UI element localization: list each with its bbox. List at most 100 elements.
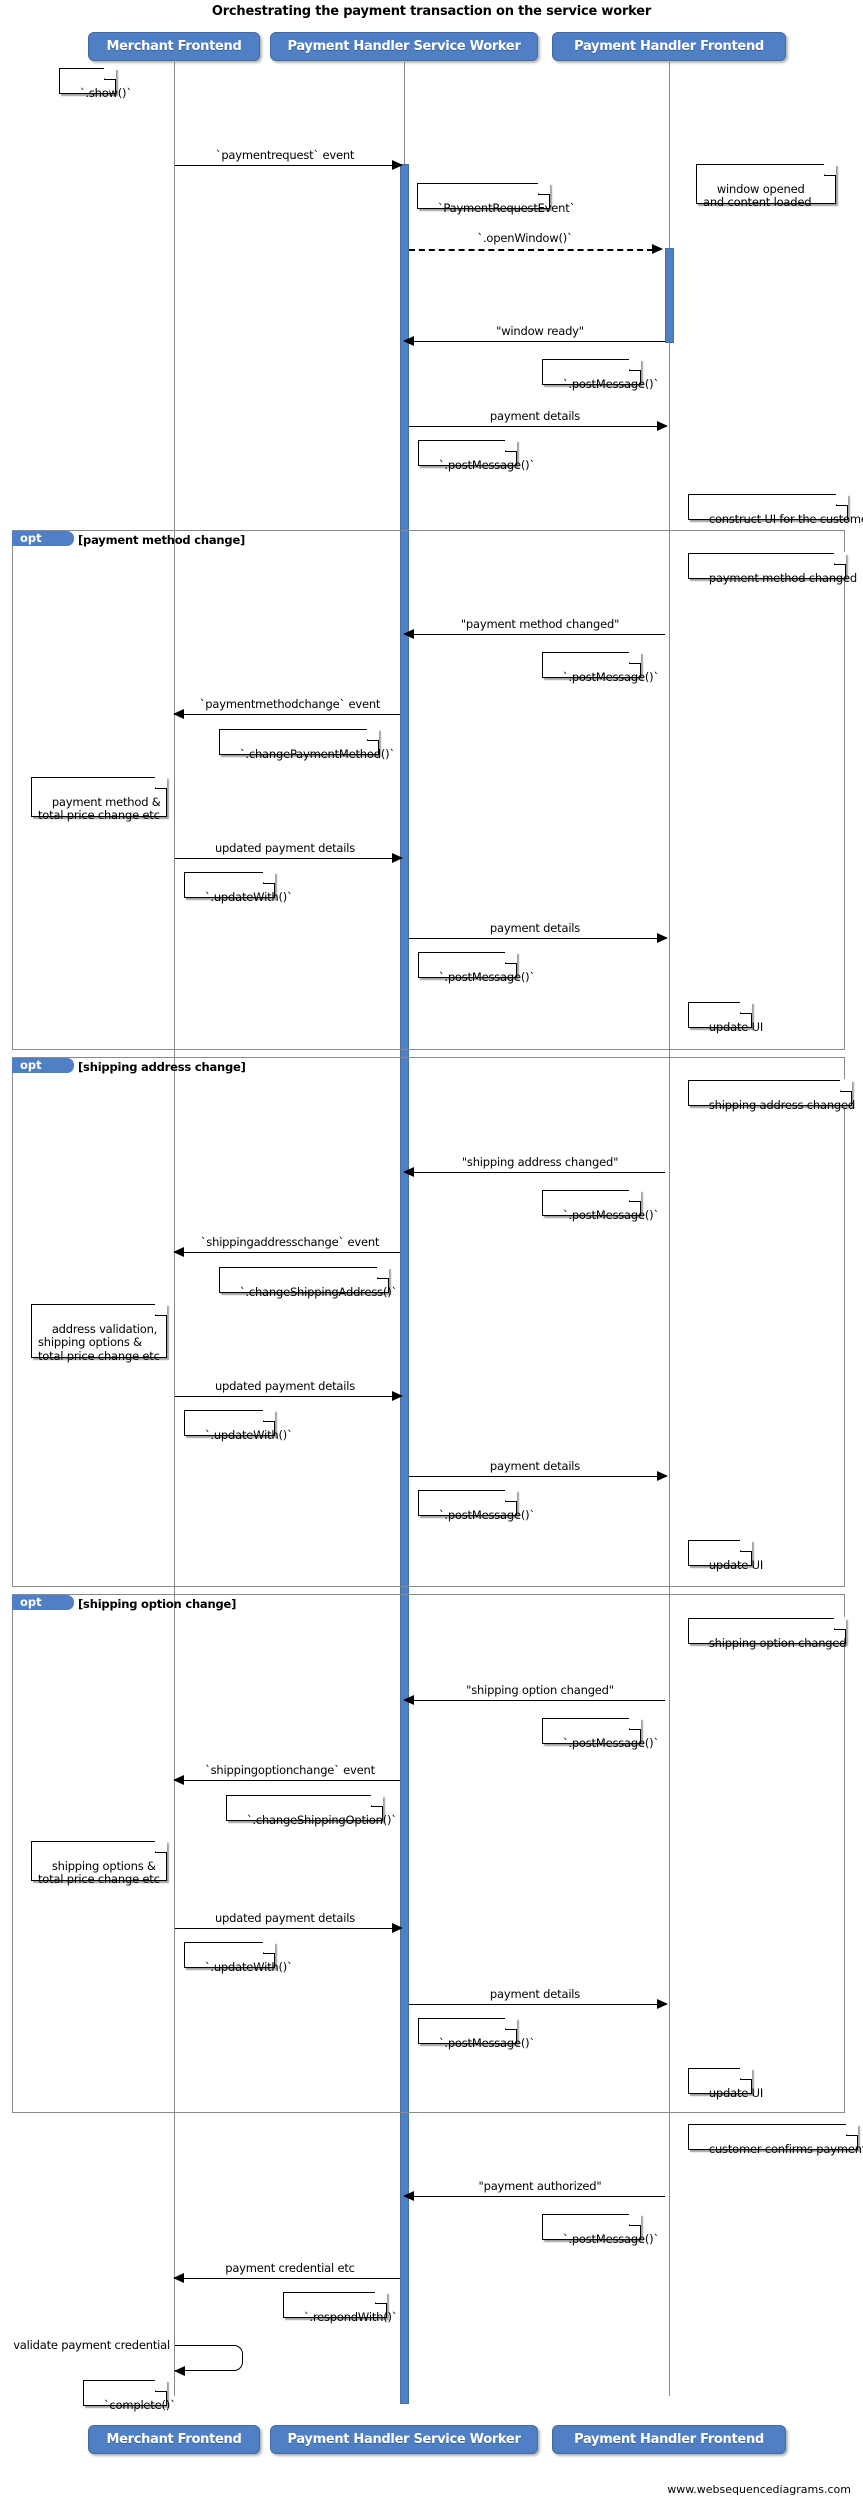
credit-link[interactable]: www.websequencediagrams.com xyxy=(667,2483,851,2496)
message-line xyxy=(175,858,394,859)
arrowhead-left-icon xyxy=(403,336,414,346)
message-label: "payment method changed" xyxy=(460,617,620,631)
message-line xyxy=(183,1780,400,1781)
message-line xyxy=(412,2196,665,2197)
message-label: "payment authorized" xyxy=(478,2179,602,2193)
note-fold-icon xyxy=(538,182,550,195)
message-line xyxy=(409,938,659,939)
note-fold-icon xyxy=(629,1189,641,1202)
frame-tab-opt: opt xyxy=(12,1595,74,1610)
arrowhead-left-icon xyxy=(403,2191,414,2201)
frame-kind-label: opt xyxy=(20,531,42,545)
actor-footer-service-worker[interactable]: Payment Handler Service Worker xyxy=(270,2425,538,2454)
message-line xyxy=(409,1476,659,1477)
note-customer-confirms-payment: customer confirms payment xyxy=(688,2123,863,2155)
note-text: address validation, shipping options & t… xyxy=(38,1321,160,1363)
note-change-shipping-option: `.changeShippingOption()` xyxy=(226,1794,397,1826)
note-fold-icon xyxy=(371,1794,383,1807)
note-fold-icon xyxy=(505,439,517,452)
message-label: updated payment details xyxy=(214,1379,356,1393)
note-change-shipping-address: `.changeShippingAddress()` xyxy=(219,1266,397,1298)
arrowhead-left-icon xyxy=(173,1247,184,1257)
note-text: `.postMessage()` xyxy=(438,457,535,472)
note-text: `.postMessage()` xyxy=(562,669,659,684)
message-label: "shipping option changed" xyxy=(466,1683,614,1697)
note-fold-icon xyxy=(367,728,379,741)
note-text: window opened and content loaded xyxy=(703,181,812,209)
arrowhead-right-icon xyxy=(392,1391,403,1401)
message-label: payment credential etc xyxy=(225,2261,355,2275)
message-label: `paymentrequest` event xyxy=(215,148,355,162)
note-fold-icon xyxy=(629,2213,641,2226)
note-post-message: `.postMessage()` xyxy=(418,1489,535,1521)
note-post-message: `.postMessage()` xyxy=(542,2213,659,2245)
note-post-message: `.postMessage()` xyxy=(542,358,659,390)
message-line xyxy=(175,1928,394,1929)
note-text: `.postMessage()` xyxy=(562,376,659,391)
note-post-message: `.postMessage()` xyxy=(418,951,535,983)
note-text: update UI xyxy=(708,1557,764,1572)
note-fold-icon xyxy=(834,1617,846,1630)
note-fold-icon xyxy=(629,358,641,371)
arrowhead-left-icon xyxy=(173,709,184,719)
frame-tab-opt: opt xyxy=(12,531,74,546)
frame-kind-label: opt xyxy=(20,1595,42,1609)
message-line xyxy=(412,1700,665,1701)
arrowhead-left-icon xyxy=(173,1775,184,1785)
actor-label: Merchant Frontend xyxy=(106,2432,242,2447)
message-line xyxy=(409,2004,659,2005)
activation-frontend-open xyxy=(665,248,674,343)
frame-opt-payment-method-change xyxy=(12,530,845,1050)
message-label: payment details xyxy=(489,1459,581,1473)
note-update-ui: update UI xyxy=(688,1001,763,1033)
message-line-dashed xyxy=(409,249,653,251)
message-label: validate payment credential xyxy=(13,2338,170,2352)
note-text: `PaymentRequestEvent` xyxy=(437,200,576,215)
message-line xyxy=(175,165,394,166)
note-post-message: `.postMessage()` xyxy=(542,1717,659,1749)
note-fold-icon xyxy=(505,2017,517,2030)
arrowhead-right-icon xyxy=(392,853,403,863)
message-label: payment details xyxy=(489,1987,581,2001)
note-text: `.changePaymentMethod()` xyxy=(239,746,395,761)
message-label: `.openWindow()` xyxy=(477,231,573,245)
note-fold-icon xyxy=(505,951,517,964)
note-construct-ui: construct UI for the customer xyxy=(688,493,863,525)
arrowhead-right-icon xyxy=(652,244,663,254)
arrowhead-right-icon xyxy=(657,421,668,431)
note-text: `.postMessage()` xyxy=(562,2231,659,2246)
note-text: shipping option changed xyxy=(708,1635,847,1650)
note-fold-icon xyxy=(740,1001,752,1014)
note-fold-icon xyxy=(840,1079,852,1092)
frame-tab-opt: opt xyxy=(12,1058,74,1073)
actor-label: Merchant Frontend xyxy=(106,39,242,54)
message-label: `shippingaddresschange` event xyxy=(200,1235,380,1249)
note-fold-icon xyxy=(846,2123,858,2136)
note-text: `.updateWith()` xyxy=(204,1427,293,1442)
actor-header-merchant[interactable]: Merchant Frontend xyxy=(88,32,260,61)
note-text: construct UI for the customer xyxy=(708,511,863,526)
message-line xyxy=(412,634,665,635)
actor-label: Payment Handler Frontend xyxy=(574,2432,764,2447)
actor-header-frontend[interactable]: Payment Handler Frontend xyxy=(552,32,786,61)
note-update-with: `.updateWith()` xyxy=(184,1941,293,1973)
arrowhead-left-icon xyxy=(403,629,414,639)
note-fold-icon xyxy=(740,1539,752,1552)
note-update-with: `.updateWith()` xyxy=(184,871,293,903)
actor-label: Payment Handler Frontend xyxy=(574,39,764,54)
actor-footer-merchant[interactable]: Merchant Frontend xyxy=(88,2425,260,2454)
note-fold-icon xyxy=(155,2379,167,2392)
note-text: shipping options & total price change et… xyxy=(38,1858,160,1886)
note-text: `.postMessage()` xyxy=(562,1735,659,1750)
note-fold-icon xyxy=(155,776,167,789)
note-fold-icon xyxy=(155,1303,167,1316)
actor-footer-frontend[interactable]: Payment Handler Frontend xyxy=(552,2425,786,2454)
note-fold-icon xyxy=(375,2291,387,2304)
note-address-validation: address validation, shipping options & t… xyxy=(31,1303,167,1362)
message-label: updated payment details xyxy=(214,841,356,855)
activation-service-worker xyxy=(400,164,409,2404)
note-shipping-option-changed: shipping option changed xyxy=(688,1617,847,1649)
note-text: `.respondWith()` xyxy=(303,2309,398,2324)
note-text: `.postMessage()` xyxy=(438,969,535,984)
actor-header-service-worker[interactable]: Payment Handler Service Worker xyxy=(270,32,538,61)
